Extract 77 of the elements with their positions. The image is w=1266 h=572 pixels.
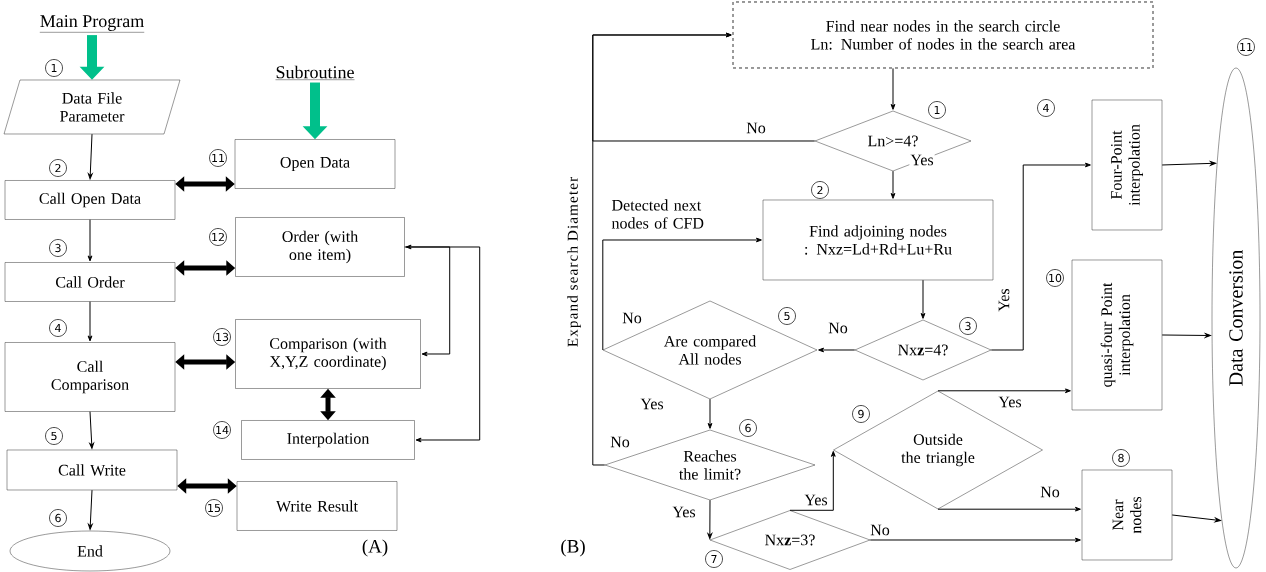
step-number: 1 — [45, 59, 63, 77]
process-box: Call Comparison — [4, 342, 176, 412]
step-number: 11 — [1237, 38, 1255, 56]
process-box: Write Result — [236, 481, 398, 531]
step-number: 2 — [49, 159, 67, 177]
step-number: 9 — [852, 405, 870, 423]
arrow — [890, 170, 896, 199]
process-box: Find adjoining nodes : Nxz=Ld+Rd+Lu+Ru — [762, 199, 994, 281]
process-box: Order (with one item) — [235, 217, 405, 277]
heading: Subroutine — [275, 65, 355, 80]
process-box: quasi-four Point interpolation — [1071, 259, 1163, 411]
arrow — [87, 489, 93, 530]
input-parallelogram: Data File Parameter — [3, 79, 181, 135]
step-number: 5 — [45, 427, 63, 445]
arrow — [177, 478, 237, 494]
panel-label: (B) — [561, 539, 585, 557]
process-box: Call Write — [6, 449, 178, 491]
arrow — [1161, 161, 1217, 166]
step-number: 8 — [1112, 449, 1130, 467]
arrow — [1171, 514, 1221, 523]
step-number: 7 — [705, 550, 723, 568]
arrow — [89, 411, 95, 449]
arrow — [175, 176, 235, 192]
step-number: 4 — [1037, 99, 1055, 117]
process-box: Near nodes — [1081, 469, 1173, 561]
arrow — [87, 133, 93, 180]
step-number: 2 — [811, 181, 829, 199]
edge-label: Yes — [639, 397, 665, 411]
step-number: 4 — [49, 319, 67, 337]
heading: Main Program — [39, 15, 145, 33]
arrow — [890, 67, 896, 110]
axis-note: Expand search Diameter — [567, 177, 581, 347]
process-box: Interpolation — [241, 420, 415, 460]
arrow — [920, 279, 926, 319]
edge-label: No — [869, 523, 891, 537]
dashed-box: Find near nodes in the search circle Ln: Number of nodes in the search area — [732, 1, 1154, 69]
arrow — [869, 537, 1081, 543]
arrow — [990, 162, 1091, 351]
arrow — [405, 244, 481, 443]
process-box: Open Data — [234, 139, 396, 189]
arrow — [87, 219, 93, 262]
process-box: Four-Point interpolation — [1091, 99, 1163, 231]
arrow — [1161, 333, 1211, 338]
edge-label: No — [609, 435, 631, 449]
step-number: 12 — [209, 228, 227, 246]
edge-label: Yes — [997, 395, 1023, 409]
step-number: 6 — [49, 509, 67, 527]
step-number: 3 — [49, 239, 67, 257]
note: Detected next nodes of CFD — [611, 199, 704, 229]
step-number: 15 — [205, 499, 223, 517]
arrow — [592, 32, 732, 466]
edge-label: No — [827, 321, 849, 335]
arrow — [707, 499, 713, 540]
arrow — [818, 347, 856, 353]
arrow — [937, 388, 1071, 394]
step-number: 13 — [213, 328, 231, 346]
edge-label: Yes — [909, 153, 935, 167]
step-number: 14 — [213, 421, 231, 439]
arrow — [937, 506, 1081, 512]
edge-label: Yes — [997, 287, 1011, 313]
edge-label: No — [621, 311, 643, 325]
step-number: 6 — [739, 419, 757, 437]
step-number: 11 — [209, 149, 227, 167]
process-box: Call Open Data — [4, 180, 176, 220]
step-number: 5 — [778, 307, 796, 325]
arrow — [707, 398, 713, 429]
arrow — [789, 450, 836, 511]
step-number: 3 — [959, 317, 977, 335]
arrow — [602, 237, 762, 351]
edge-label: No — [745, 121, 767, 135]
step-number: 1 — [928, 101, 946, 119]
process-box: Call Order — [4, 262, 176, 302]
arrow — [404, 246, 451, 357]
step-number: 10 — [1046, 269, 1064, 287]
edge-label: Yes — [671, 505, 697, 519]
process-box: Comparison (with X,Y,Z coordinate) — [235, 319, 421, 389]
arrow — [87, 301, 93, 342]
